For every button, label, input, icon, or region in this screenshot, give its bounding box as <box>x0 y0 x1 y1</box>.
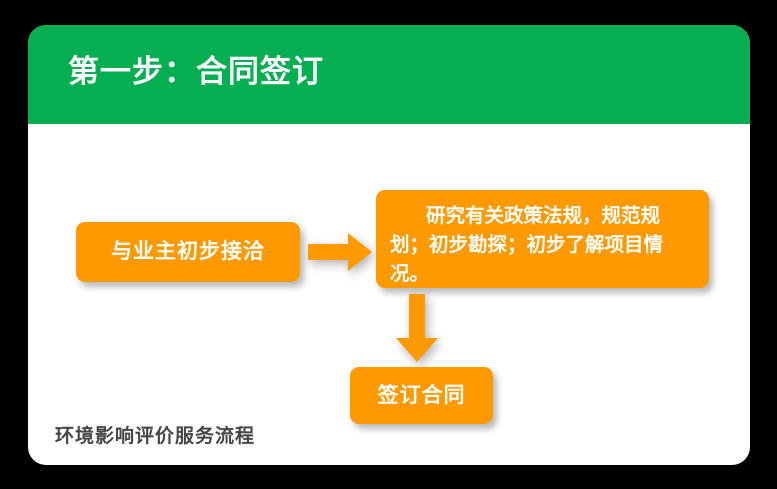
flowchart-area: 与业主初步接洽 研究有关政策法规，规范规划；初步勘探；初步了解项目情况。 签订合… <box>28 124 750 465</box>
arrow-right-icon <box>308 232 372 272</box>
footer-caption: 环境影响评价服务流程 <box>55 426 256 447</box>
arrow-down-icon <box>395 294 439 362</box>
slide-title: 第一步：合同签订 <box>68 54 324 89</box>
slide-card: 第一步：合同签订 与业主初步接洽 研究有关政策法规，规范规划；初步勘探；初步了解… <box>28 25 750 465</box>
slide-header-band: 第一步：合同签订 <box>28 25 750 124</box>
flow-node-research[interactable]: 研究有关政策法规，规范规划；初步勘探；初步了解项目情况。 <box>376 190 709 288</box>
flow-node-sign-contract[interactable]: 签订合同 <box>350 367 493 424</box>
flow-node-initial-contact[interactable]: 与业主初步接洽 <box>76 222 300 282</box>
